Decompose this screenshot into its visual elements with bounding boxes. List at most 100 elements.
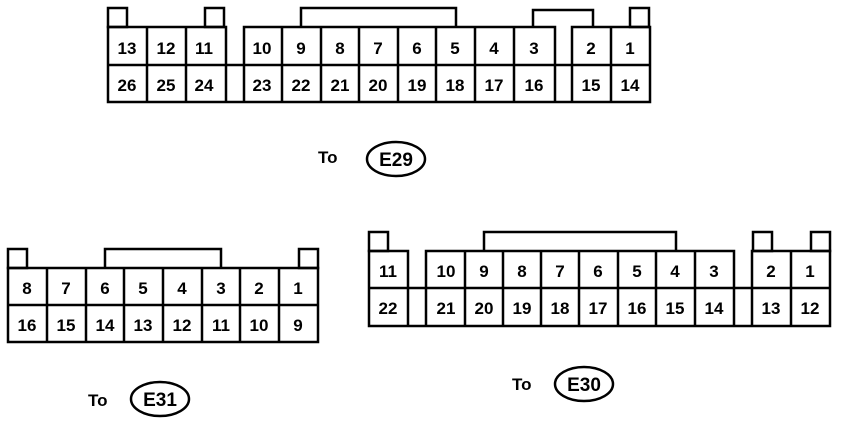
pin-label: 3 <box>529 39 538 58</box>
pin-label: 17 <box>485 76 504 95</box>
pin-label: 22 <box>292 76 311 95</box>
pin-label: 2 <box>766 262 775 281</box>
pin-label: 11 <box>212 316 230 335</box>
pin-label: 1 <box>805 262 814 281</box>
connector-e29-tab-right <box>628 6 651 29</box>
pin-label: 12 <box>801 299 820 318</box>
connector-e31 <box>6 247 320 344</box>
connector-e29-bottom-labels: 26 25 24 23 22 21 20 19 18 17 16 15 14 <box>118 76 640 95</box>
pin-label: 15 <box>57 316 76 335</box>
pin-label: 14 <box>96 316 115 335</box>
connector-e30-tab-left <box>367 230 390 253</box>
connector-code-oval <box>553 365 615 403</box>
pin-label: 9 <box>293 316 302 335</box>
connector-e30-latch <box>482 230 678 251</box>
connector-e29 <box>106 6 652 104</box>
pin-label: 20 <box>475 299 494 318</box>
pin-label: 16 <box>525 76 544 95</box>
pin-label: 6 <box>412 39 421 58</box>
connector-e29-tab-mid <box>203 6 226 29</box>
connector-e29-body <box>106 25 652 104</box>
pin-label: 18 <box>446 76 465 95</box>
pin-label: 16 <box>18 316 37 335</box>
pin-label: 18 <box>551 299 570 318</box>
pin-label: 8 <box>335 39 344 58</box>
connector-e29-cell-dividers <box>145 27 613 102</box>
pin-label: 6 <box>593 262 602 281</box>
pin-label: 5 <box>450 39 459 58</box>
connector-e31-top-labels: 8 7 6 5 4 3 2 1 <box>22 279 302 298</box>
pin-label: 3 <box>709 262 718 281</box>
pin-label: 4 <box>670 262 680 281</box>
connector-e30-body <box>367 249 832 328</box>
pin-label: 13 <box>134 316 153 335</box>
connector-code-oval <box>365 140 427 178</box>
pin-label: 12 <box>173 316 192 335</box>
connector-e31-tab-left <box>6 247 29 270</box>
pin-label: 11 <box>379 262 397 281</box>
pin-label: 11 <box>195 39 213 58</box>
connector-e30-cell-dividers <box>463 251 793 326</box>
connector-code: E29 <box>379 150 413 171</box>
pin-label: 9 <box>296 39 305 58</box>
pin-label: 1 <box>293 279 302 298</box>
connector-e30 <box>367 230 832 328</box>
pin-label: 14 <box>621 76 640 95</box>
connector-e31-cell-dividers <box>45 268 281 342</box>
pin-label: 10 <box>253 39 272 58</box>
pin-label: 24 <box>195 76 214 95</box>
connector-e31-caption: To E31 <box>88 380 191 418</box>
connector-e29-latch-left <box>299 6 458 27</box>
to-label: To <box>318 148 338 167</box>
pin-label: 15 <box>582 76 601 95</box>
pin-label: 23 <box>253 76 272 95</box>
connector-e31-bottom-labels: 16 15 14 13 12 11 10 9 <box>18 316 303 335</box>
connector-code: E31 <box>143 390 177 411</box>
pin-label: 2 <box>586 39 595 58</box>
pin-label: 4 <box>489 39 499 58</box>
connector-e31-tab-right <box>297 247 320 270</box>
pin-label: 3 <box>216 279 225 298</box>
pin-label: 17 <box>589 299 608 318</box>
connector-e31-latch <box>103 247 223 268</box>
connector-code: E30 <box>567 375 601 396</box>
pin-label: 10 <box>250 316 269 335</box>
connector-e30-bottom-labels: 22 21 20 19 18 17 16 15 14 13 12 <box>379 299 820 318</box>
connector-e29-tab-left <box>106 6 129 29</box>
pin-label: 8 <box>22 279 31 298</box>
connector-e30-top-labels: 11 10 9 8 7 6 5 4 3 2 1 <box>379 262 815 281</box>
pin-label: 6 <box>100 279 109 298</box>
pin-label: 7 <box>555 262 564 281</box>
pin-label: 13 <box>118 39 137 58</box>
pin-label: 9 <box>479 262 488 281</box>
pin-label: 10 <box>437 262 456 281</box>
connector-e30-caption: To E30 <box>512 365 615 403</box>
pin-label: 15 <box>666 299 685 318</box>
pin-label: 22 <box>379 299 398 318</box>
pin-label: 25 <box>157 76 176 95</box>
to-label: To <box>88 391 108 410</box>
pin-label: 19 <box>408 76 427 95</box>
connector-e29-caption: To E29 <box>318 140 427 178</box>
pin-label: 5 <box>632 262 641 281</box>
pin-label: 21 <box>331 76 350 95</box>
pin-label: 1 <box>625 39 634 58</box>
pin-label: 20 <box>369 76 388 95</box>
connector-e30-tab-mid <box>751 230 774 253</box>
pin-label: 13 <box>762 299 781 318</box>
pin-label: 26 <box>118 76 137 95</box>
pin-label: 7 <box>61 279 70 298</box>
pin-label: 2 <box>254 279 263 298</box>
pin-label: 5 <box>138 279 147 298</box>
pin-label: 7 <box>373 39 382 58</box>
connector-e30-tab-right <box>809 230 832 253</box>
pin-label: 12 <box>157 39 176 58</box>
pin-label: 19 <box>513 299 532 318</box>
connector-code-oval <box>129 380 191 418</box>
pin-label: 4 <box>177 279 187 298</box>
to-label: To <box>512 375 532 394</box>
pin-label: 21 <box>437 299 456 318</box>
pin-label: 14 <box>705 299 724 318</box>
